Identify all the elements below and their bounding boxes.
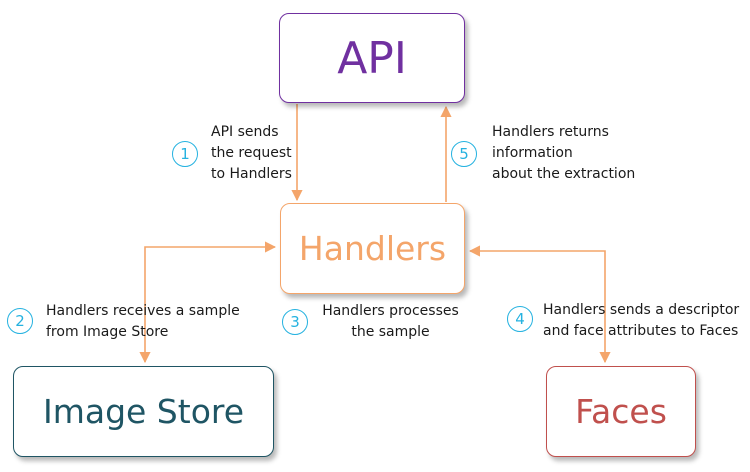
step-4-badge: 4 [507, 306, 533, 332]
step-4-label-line: and face attributes to Faces [543, 323, 739, 339]
step-2-label-line: from Image Store [46, 324, 169, 340]
step-3-label-line: the sample [351, 324, 430, 340]
node-api: API [279, 13, 465, 103]
step-2-badge: 2 [7, 308, 33, 334]
step-1-label-line: API sends [211, 124, 279, 140]
step-3-badge: 3 [282, 309, 308, 335]
node-handlers: Handlers [280, 203, 465, 294]
step-4-label-line: Handlers sends a descriptor [543, 302, 740, 318]
node-faces: Faces [546, 366, 696, 457]
step-2-label-line: Handlers receives a sample [46, 303, 240, 319]
step-1-label: API sends the request to Handlers [211, 122, 292, 185]
step-3-label: Handlers processes the sample [318, 301, 463, 343]
step-5-label-line: Handlers returns [492, 124, 609, 140]
step-2-label: Handlers receives a sample from Image St… [46, 301, 240, 343]
step-3-label-line: Handlers processes [322, 303, 459, 319]
step-5-label: Handlers returns information about the e… [492, 122, 635, 185]
step-5-label-line: information [492, 145, 573, 161]
step-1-label-line: to Handlers [211, 166, 292, 182]
step-1-badge: 1 [172, 141, 198, 167]
step-5-label-line: about the extraction [492, 166, 636, 182]
step-4-label: Handlers sends a descriptor and face att… [543, 300, 739, 342]
step-5-badge: 5 [451, 141, 477, 167]
step-1-label-line: the request [211, 145, 292, 161]
node-image-store: Image Store [13, 366, 274, 457]
